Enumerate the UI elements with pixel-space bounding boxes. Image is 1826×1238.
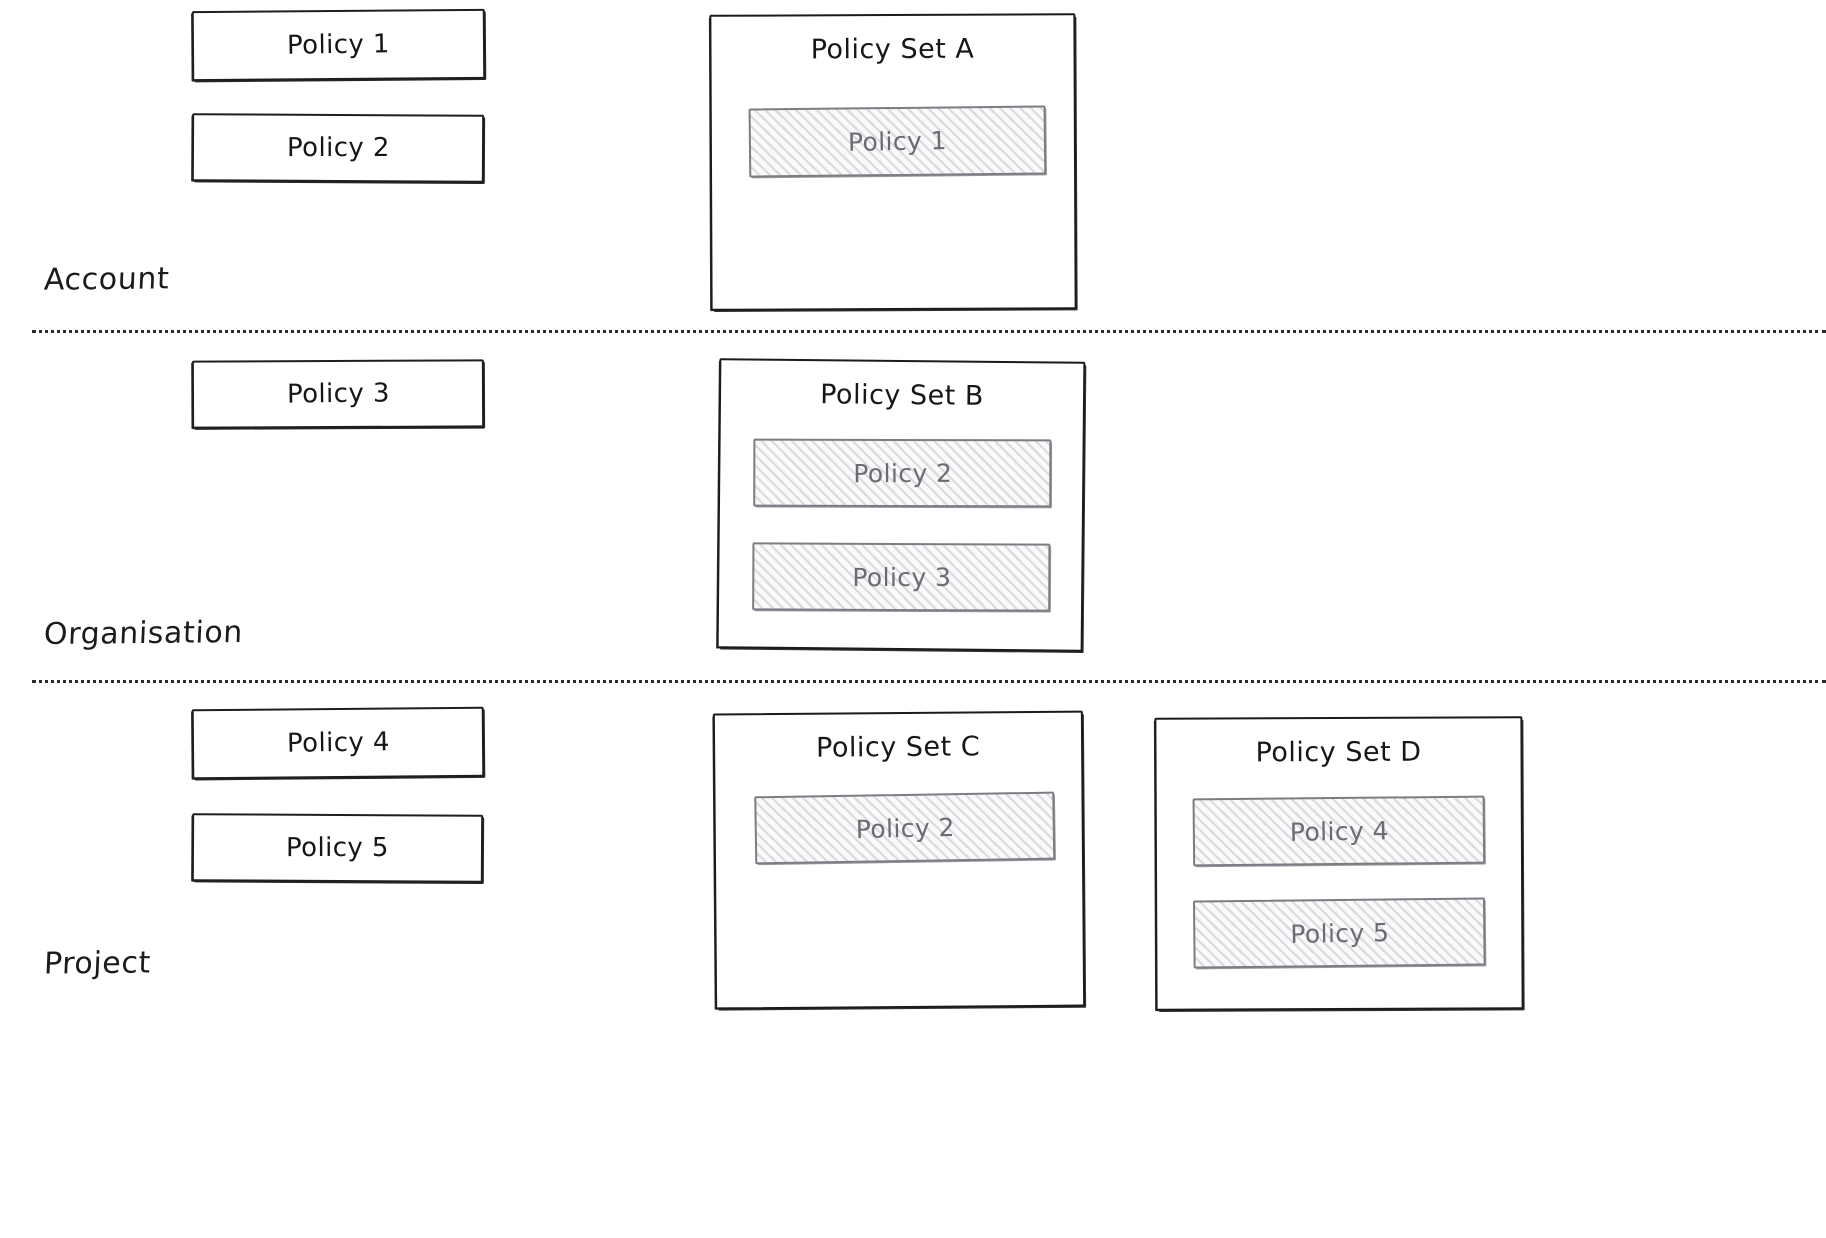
policy-box-policy-2[interactable]: Policy 2	[191, 113, 485, 183]
policy-set-member-policy-1[interactable]: Policy 1	[748, 105, 1047, 178]
policy-box-label: Policy 4	[286, 727, 390, 759]
policy-box-policy-3[interactable]: Policy 3	[191, 359, 485, 429]
policy-box-policy-5[interactable]: Policy 5	[191, 813, 484, 883]
policy-box-policy-4[interactable]: Policy 4	[191, 706, 485, 780]
band-label-project: Project	[43, 945, 152, 982]
policy-member-label: Policy 4	[1289, 815, 1389, 847]
policy-box-policy-1[interactable]: Policy 1	[191, 8, 486, 82]
policy-set-member-policy-4[interactable]: Policy 4	[1192, 795, 1486, 867]
policy-set-member-policy-2[interactable]: Policy 2	[754, 791, 1056, 865]
policy-set-member-policy-5[interactable]: Policy 5	[1192, 897, 1486, 969]
policy-set-c[interactable]: Policy Set C Policy 2	[712, 710, 1086, 1010]
band-label-account: Account	[43, 261, 171, 298]
policy-member-label: Policy 1	[847, 126, 948, 157]
policy-member-label: Policy 5	[1289, 917, 1390, 949]
policy-set-a[interactable]: Policy Set A Policy 1	[709, 13, 1077, 311]
policy-set-title: Policy Set A	[810, 33, 975, 66]
policy-set-b[interactable]: Policy Set B Policy 2 Policy 3	[716, 358, 1086, 652]
policy-member-label: Policy 3	[851, 562, 951, 592]
policy-set-title: Policy Set C	[815, 731, 981, 764]
policy-set-title: Policy Set D	[1255, 736, 1422, 769]
policy-box-label: Policy 2	[286, 132, 390, 164]
policy-box-label: Policy 1	[286, 29, 391, 61]
policy-box-label: Policy 3	[286, 378, 390, 410]
band-label-organisation: Organisation	[43, 614, 244, 653]
policy-box-label: Policy 5	[286, 832, 389, 864]
policy-member-label: Policy 2	[854, 812, 955, 844]
band-divider-organisation-project	[32, 680, 1826, 683]
policy-set-member-policy-3[interactable]: Policy 3	[752, 542, 1051, 612]
policy-set-d[interactable]: Policy Set D Policy 4 Policy 5	[1154, 716, 1524, 1011]
policy-member-label: Policy 2	[852, 458, 952, 488]
policy-set-title: Policy Set B	[820, 379, 985, 412]
band-divider-account-organisation	[32, 330, 1826, 333]
policy-set-member-policy-2[interactable]: Policy 2	[753, 438, 1052, 508]
